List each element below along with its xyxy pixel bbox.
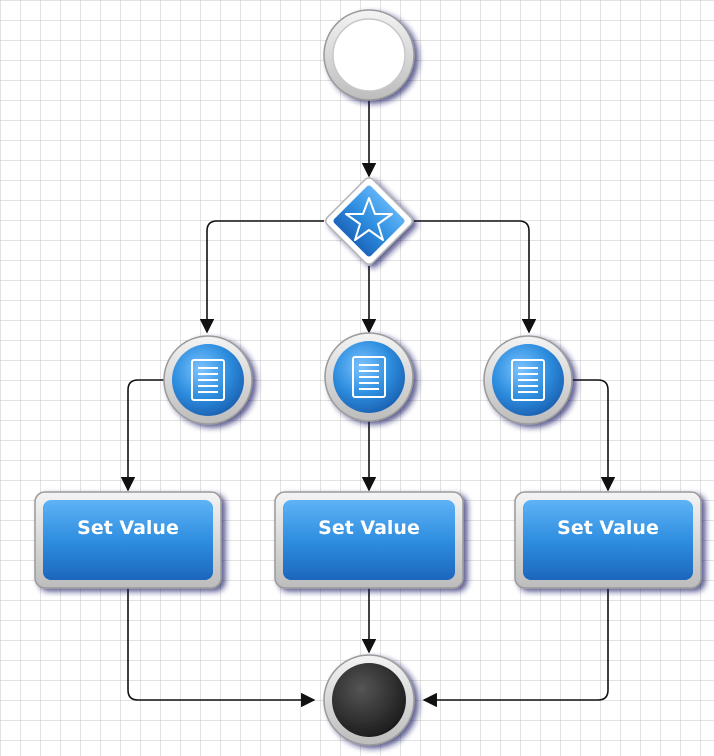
document-icon: [191, 359, 225, 401]
task-label: Set Value: [77, 517, 179, 539]
start-event[interactable]: [323, 9, 415, 101]
empty-circle-icon: [332, 18, 406, 92]
connector-task-right-to-end: [422, 588, 609, 708]
end-event[interactable]: [323, 654, 415, 746]
connector-gateway-to-doc-left: [199, 220, 324, 334]
document-icon: [511, 359, 545, 401]
doc-event-right[interactable]: [483, 335, 573, 425]
star-icon: [345, 197, 393, 241]
doc-event-left[interactable]: [163, 335, 253, 425]
connector-task-left-to-end: [127, 588, 316, 708]
connectors: [120, 100, 616, 708]
task-set-value-right[interactable]: Set Value: [514, 491, 702, 589]
task-set-value-left[interactable]: Set Value: [34, 491, 222, 589]
task-label: Set Value: [557, 517, 659, 539]
document-icon: [352, 356, 386, 398]
task-set-value-center[interactable]: Set Value: [274, 491, 464, 589]
doc-event-center[interactable]: [324, 332, 414, 422]
task-label: Set Value: [318, 517, 420, 539]
connector-doc-left-to-task-left: [120, 379, 172, 492]
connector-doc-right-to-task-right: [564, 379, 616, 492]
connector-gateway-to-doc-right: [414, 220, 537, 334]
gateway[interactable]: [324, 176, 415, 267]
